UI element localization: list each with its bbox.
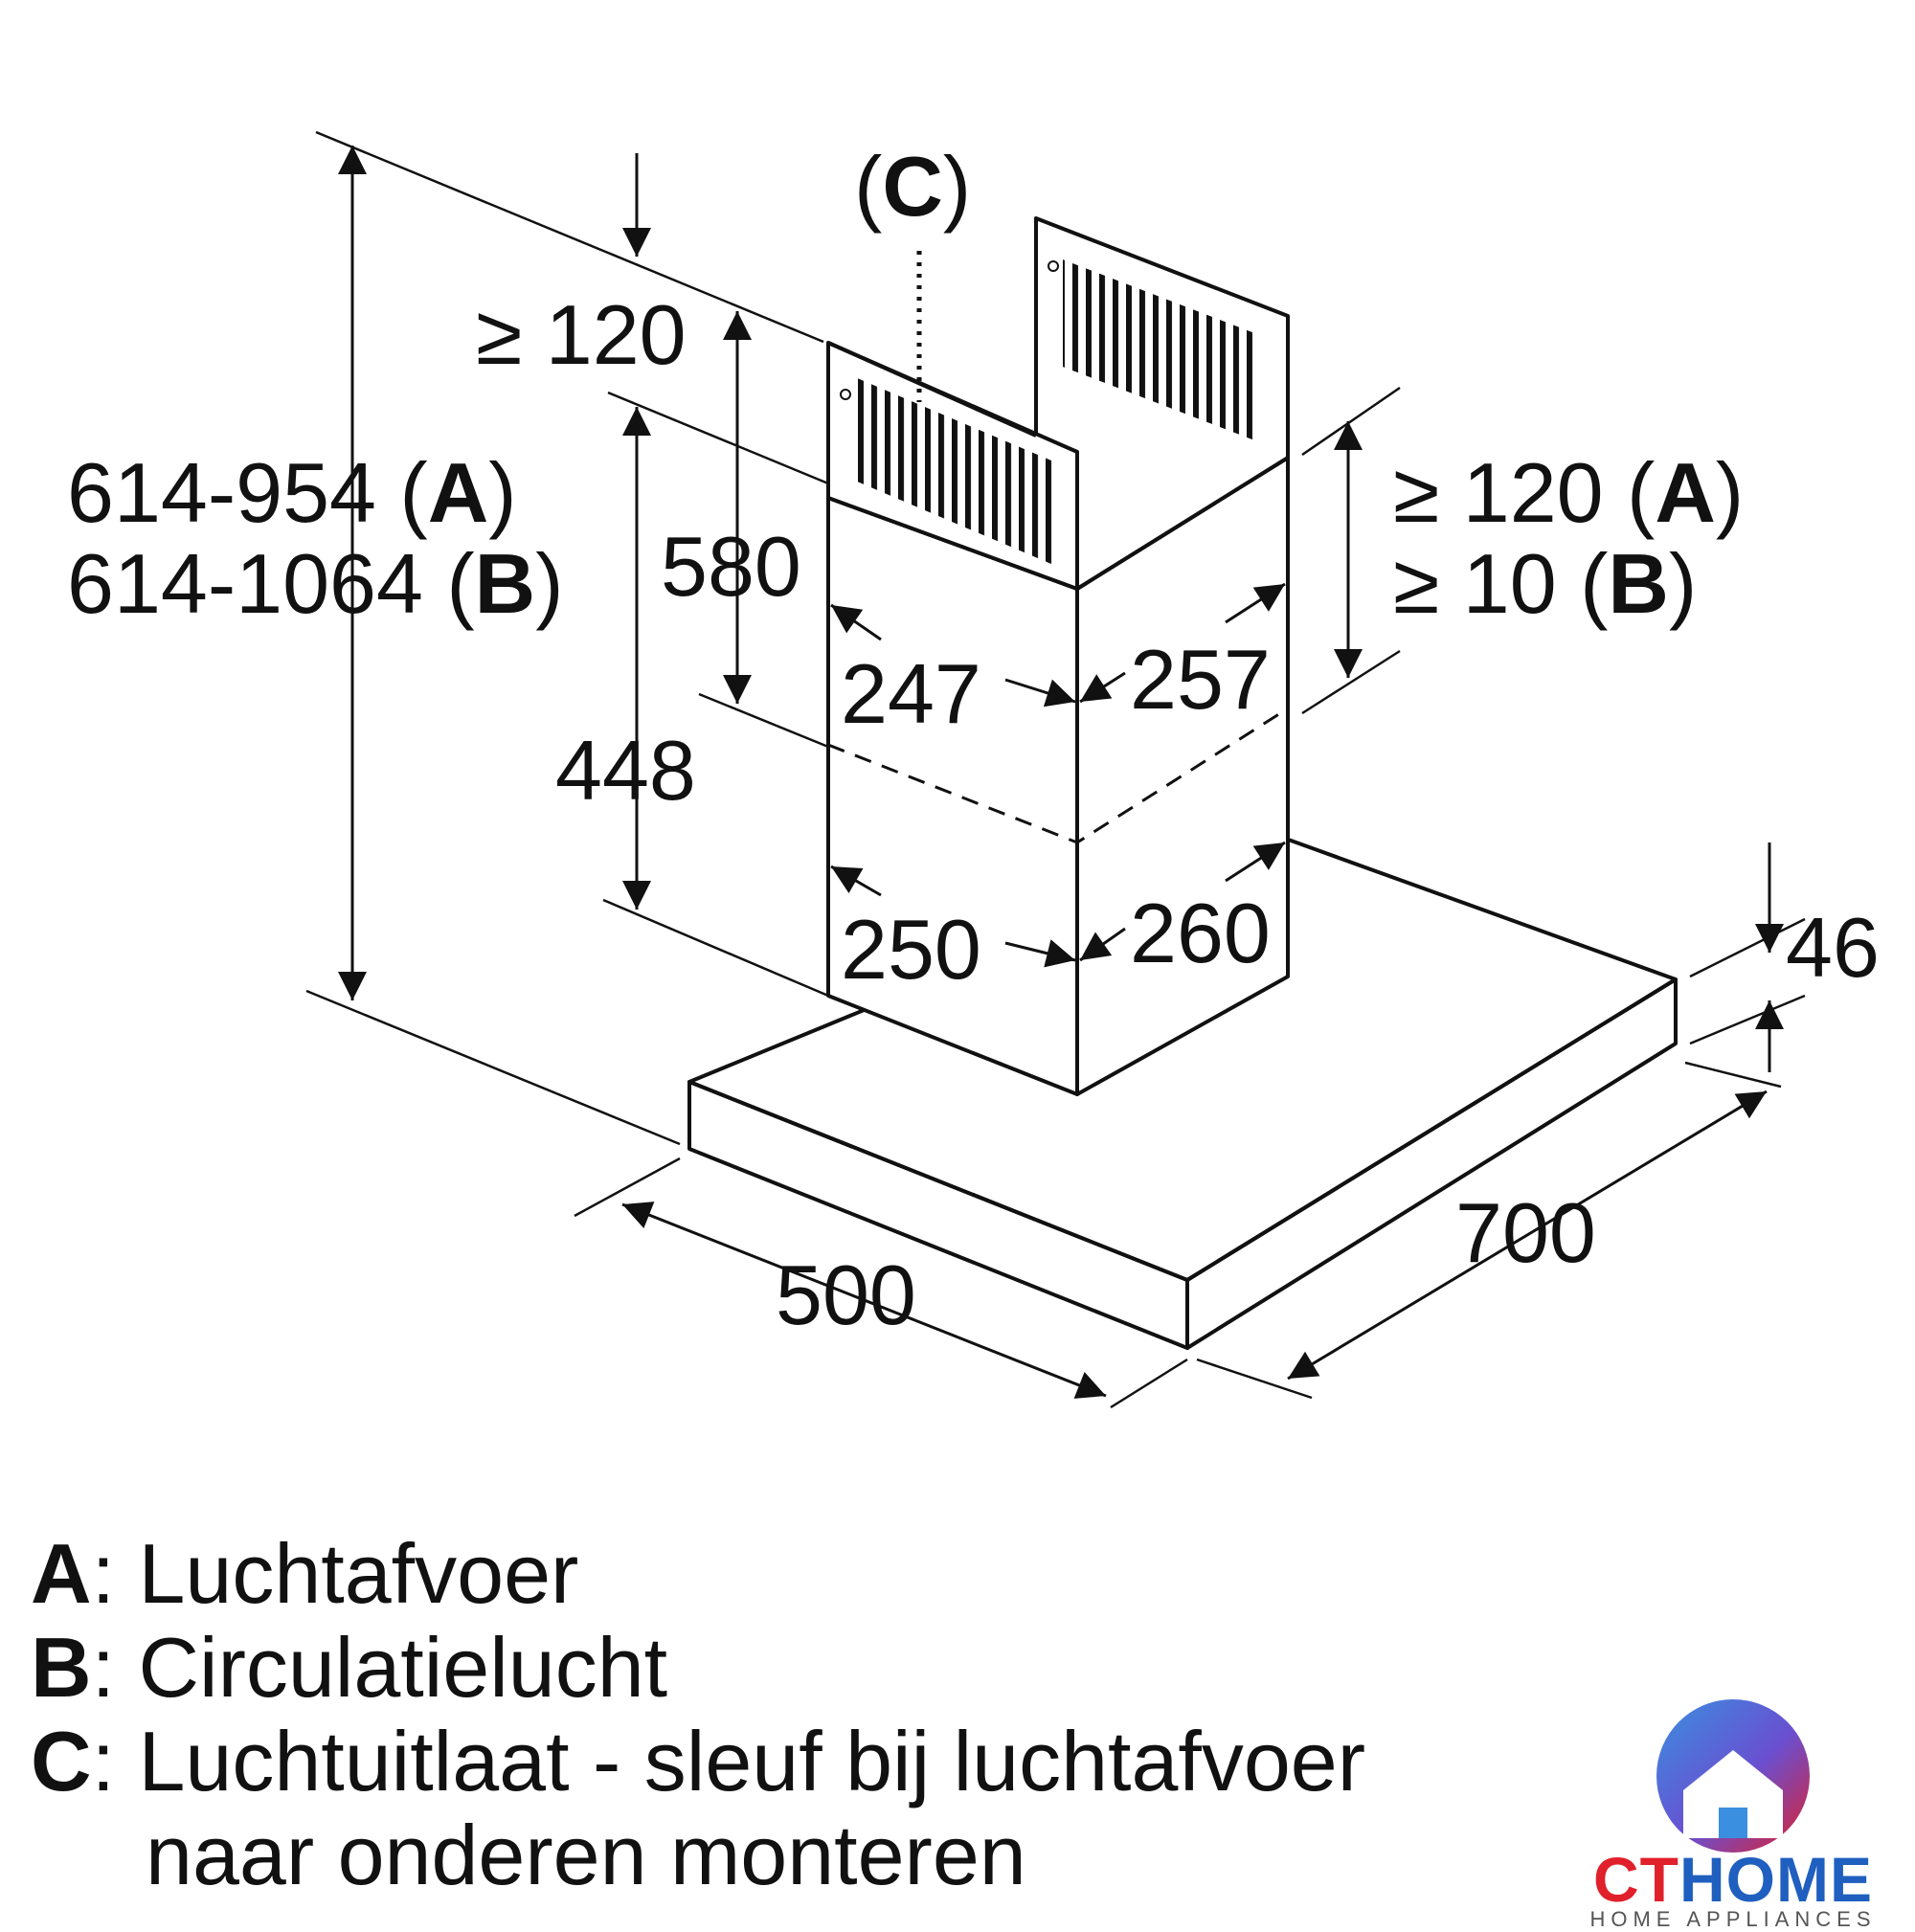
outlet-label: (C): [854, 139, 971, 234]
canopy-depth-value: 500: [776, 1247, 916, 1342]
width-250-right-arrow: [1004, 939, 1076, 968]
chimney-front-face: [826, 496, 1079, 1096]
side-clearance-b: ≥ 10 (B): [1393, 536, 1697, 631]
total-height-a: 614-954 (A): [67, 445, 517, 540]
total-height-b: 614-1064 (B): [67, 536, 564, 631]
vent-slots-front: [852, 375, 1053, 565]
legend-row-b: B: Circulatielucht: [31, 1620, 668, 1715]
canopy-width-value: 700: [1455, 1185, 1596, 1280]
width-247-left-arrow: [830, 603, 882, 641]
canopy-right-face: [1185, 977, 1678, 1350]
side-clearance-a: ≥ 120 (A): [1393, 445, 1744, 540]
top-clearance-value: ≥ 120: [476, 287, 687, 382]
vent-slots-back: [1063, 259, 1254, 440]
legend-row-c: C: Luchtuitlaat - sleuf bij luchtafvoer: [31, 1714, 1366, 1808]
brand-wordmark: CTHOME: [1593, 1844, 1873, 1915]
width-247-right-arrow: [1004, 678, 1076, 708]
canopy-front-face: [687, 1080, 1189, 1350]
width-257-right-arrow: [1225, 582, 1286, 624]
width-260-right-arrow: [1225, 841, 1286, 883]
lower-width-right-value: 260: [1130, 886, 1271, 980]
chimney-lower-value: 448: [555, 723, 696, 818]
legend-row-a: A: Luchtafvoer: [31, 1526, 579, 1621]
upper-width-right-value: 257: [1130, 632, 1271, 727]
chimney-joint-dashed: [827, 707, 1289, 844]
width-260-left-arrow: [1079, 927, 1126, 962]
brand-tagline: HOME APPLIANCES: [1589, 1907, 1877, 1931]
chimney-upper-value: 580: [661, 519, 801, 614]
canopy-height-value: 46: [1786, 900, 1880, 995]
upper-chimney: [826, 216, 1290, 591]
dimension-arrows: [338, 146, 1784, 1399]
lower-width-left-value: 250: [841, 902, 981, 997]
house-logo-icon: [1656, 1699, 1810, 1853]
width-257-left-arrow: [1079, 671, 1126, 704]
legend: A: Luchtafvoer B: Circulatielucht C: Luc…: [31, 1527, 1365, 1902]
upper-width-left-value: 247: [841, 646, 981, 741]
canopy-width-arrow: [1287, 1090, 1768, 1381]
width-250-left-arrow: [830, 865, 882, 897]
canopy-depth-arrow: [621, 1202, 1107, 1399]
legend-row-c-continued: naar onderen monteren: [146, 1808, 1026, 1902]
